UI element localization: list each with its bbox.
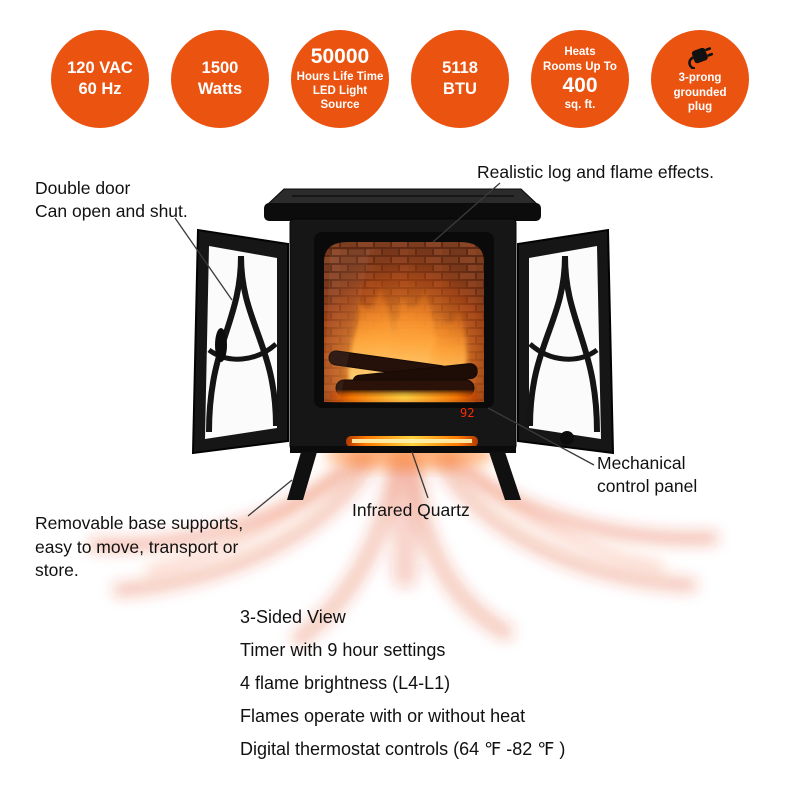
annotation-double-door-line2: Can open and shut. [35,201,188,221]
led-display: 92 [460,406,474,420]
badge-btu: 5118 BTU [411,30,509,128]
legs [287,452,521,500]
leader-control-panel [487,407,595,466]
annotation-double-door-line1: Double door [35,178,131,198]
badge-led-line1: 50000 [310,45,370,69]
badge-plug: 3-prong grounded plug [651,30,749,128]
firebox [324,242,484,402]
badge-watts-line1: 1500 [201,58,239,77]
leader-infrared [411,451,429,499]
heat-waves [88,447,719,647]
feature-item-1: 3-Sided View [240,607,346,627]
badge-led-line2: Hours Life Time [296,70,384,83]
leader-log-flame [432,182,501,243]
feature-item-5: Digital thermostat controls (64 ℉ -82 ℉ … [240,739,566,759]
annotation-base-line3: store. [35,560,79,580]
feature-item-2: Timer with 9 hour settings [240,640,446,660]
badge-voltage: 120 VAC 60 Hz [51,30,149,128]
annotation-log-flame-text: Realistic log and flame effects. [477,162,715,182]
control-knob [560,431,574,445]
annotation-control-panel-line2: control panel [597,476,698,496]
annotation-control-panel-line1: Mechanical [597,453,686,473]
badge-led-line4: Source [320,99,360,112]
ember-bed [330,392,478,401]
annotation-base-line2: easy to move, transport or [35,536,239,557]
badge-plug-line3: plug [687,101,713,114]
annotation-infrared: Infrared Quartz [352,499,470,522]
badge-watts-line2: Watts [197,80,243,98]
right-door [517,228,615,455]
spec-badges: 120 VAC 60 Hz 1500 Watts 50000 Hours Lif… [51,30,749,130]
glass-glare [324,250,370,400]
badge-plug-line2: grounded [673,86,727,99]
badge-rooms-line1: Heats [564,46,596,59]
annotation-double-door: Double door Can open and shut. [35,177,188,223]
annotation-log-flame: Realistic log and flame effects. [477,161,714,184]
feature-item-3: 4 flame brightness (L4-L1) [240,673,451,693]
badge-btu-line1: 5118 [442,58,478,77]
left-door [191,228,289,455]
leader-base [247,479,293,517]
badge-room-size: Heats Rooms Up To 400 sq. ft. [531,30,629,128]
grounded-plug-icon [688,47,714,70]
badge-led-life: 50000 Hours Life Time LED Light Source [291,30,389,128]
badge-rooms-line3: 400 [562,74,598,98]
annotation-control-panel: Mechanical control panel [597,452,697,498]
annotation-lines [174,182,595,517]
feature-item-4: Flames operate with or without heat [240,706,526,726]
quartz-bar [346,436,478,447]
badge-watts: 1500 Watts [171,30,269,128]
badge-voltage-line1: 120 VAC [67,58,133,77]
annotation-base-line1: Removable base supports, [35,513,244,533]
stove-body: 92 [264,188,541,500]
annotation-base: Removable base supports, easy to move, t… [35,512,243,583]
badge-rooms-line2: Rooms Up To [543,60,617,73]
feature-list: 3-Sided View Timer with 9 hour settings … [240,601,565,766]
badge-voltage-line2: 60 Hz [78,80,122,98]
badge-btu-line2: BTU [443,80,477,98]
left-door-handle [215,328,227,362]
badge-plug-line1: 3-prong [678,72,722,85]
badge-led-line3: LED Light [312,84,368,97]
leader-double-door [174,217,233,301]
badge-rooms-line4: sq. ft. [564,99,596,112]
annotation-infrared-text: Infrared Quartz [352,500,470,520]
